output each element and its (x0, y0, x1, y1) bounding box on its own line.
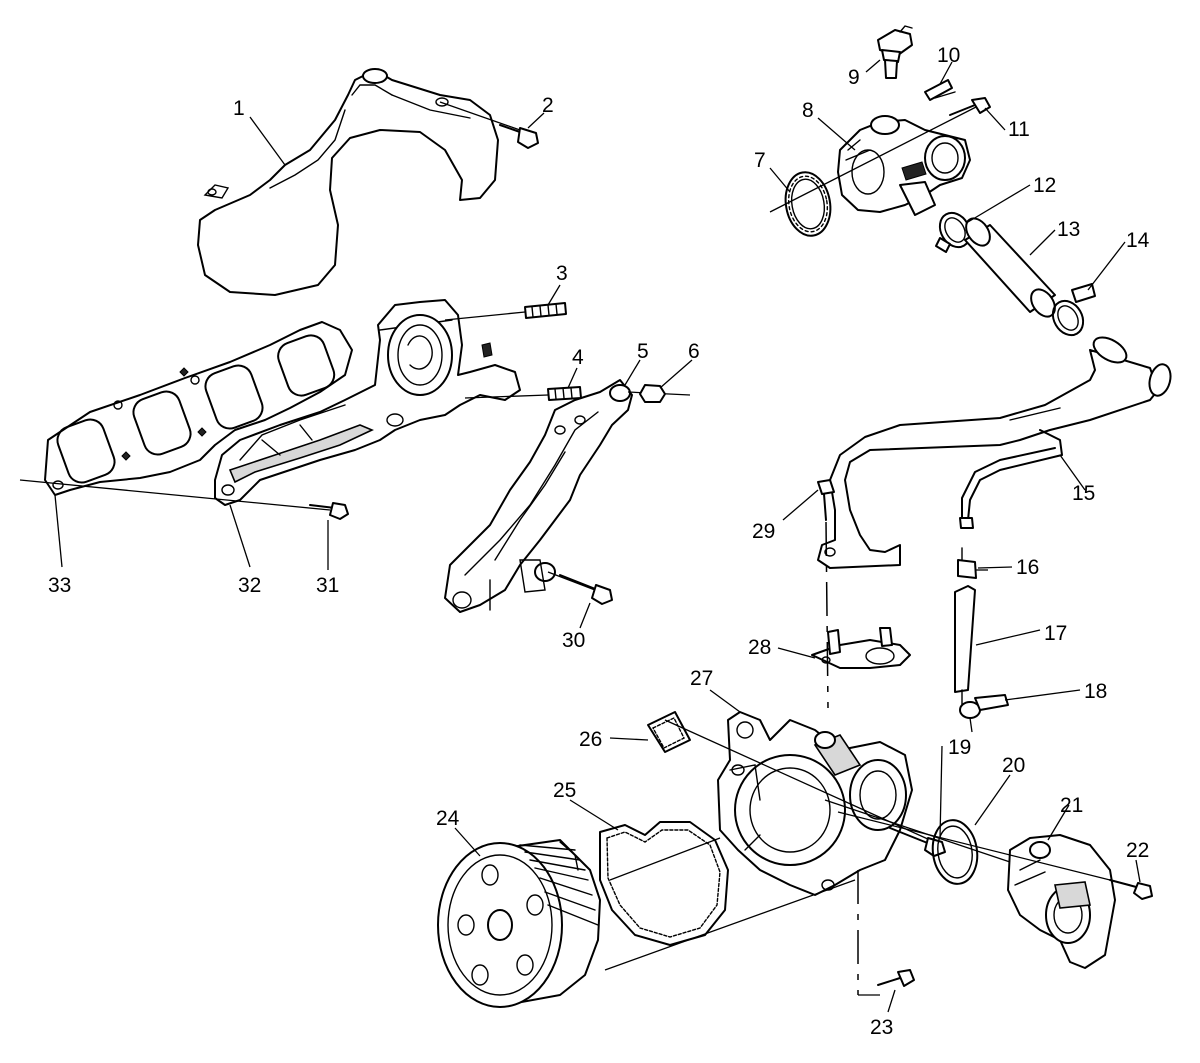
bracket-nut (627, 384, 691, 403)
callout-32: 32 (238, 574, 261, 597)
coolant-pipe-bolt (817, 479, 835, 709)
callout-27: 27 (690, 667, 713, 690)
callout-8: 8 (802, 99, 814, 122)
callout-17: 17 (1044, 622, 1067, 645)
callout-25: 25 (553, 779, 576, 802)
callout-23: 23 (870, 1016, 893, 1039)
callout-labels: 1 2 3 4 5 6 7 8 9 10 11 12 13 14 15 16 1… (48, 44, 1150, 1039)
exhaust-manifold (214, 299, 521, 506)
callout-4: 4 (572, 346, 584, 369)
callout-leaders (54, 59, 1141, 1013)
heat-shield (197, 68, 499, 296)
callout-15: 15 (1072, 482, 1095, 505)
callout-9: 9 (848, 66, 860, 89)
callout-13: 13 (1057, 218, 1080, 241)
callout-31: 31 (316, 574, 339, 597)
water-pump-pulley (437, 839, 601, 1008)
hose-clamp-small-upper (957, 559, 988, 579)
callout-6: 6 (688, 340, 700, 363)
callout-7: 7 (754, 149, 766, 172)
callout-20: 20 (1002, 754, 1025, 777)
callout-3: 3 (556, 262, 568, 285)
thermostat-housing-seal (784, 171, 832, 237)
callout-10: 10 (937, 44, 960, 67)
callout-26: 26 (579, 728, 602, 751)
bypass-hose (954, 547, 976, 706)
thermostat (1007, 834, 1116, 969)
callout-5: 5 (637, 340, 649, 363)
water-pump-housing (717, 711, 913, 896)
exhaust-manifold-gasket (44, 321, 353, 496)
manifold-stud-upper (444, 302, 567, 321)
callout-29: 29 (752, 520, 775, 543)
assembly-centerlines (604, 799, 1011, 971)
callout-28: 28 (748, 636, 771, 659)
hose-clamp-lower (1051, 283, 1096, 337)
callout-24: 24 (436, 807, 460, 830)
callout-1: 1 (233, 97, 245, 120)
callout-33: 33 (48, 574, 71, 597)
callout-14: 14 (1126, 229, 1150, 252)
water-pump-bolt (857, 870, 915, 996)
hose-clamp-small-lower (959, 694, 1009, 733)
water-pump-housing-seal-small (647, 711, 691, 753)
water-pump-seal (599, 821, 729, 946)
thermostat-bolt (837, 811, 1153, 900)
heat-shield-bolt (439, 101, 539, 149)
callout-11: 11 (1008, 118, 1030, 141)
coolant-temperature-sensor (877, 25, 913, 79)
callout-30: 30 (562, 629, 585, 652)
callout-21: 21 (1060, 794, 1083, 817)
callout-16: 16 (1016, 556, 1039, 579)
coolant-hose (964, 217, 1056, 318)
callout-19: 19 (948, 736, 971, 759)
bracket-bolt (547, 571, 613, 605)
callout-2: 2 (542, 94, 554, 117)
callout-22: 22 (1126, 839, 1149, 862)
manifold-bracket (444, 379, 633, 613)
callout-12: 12 (1033, 174, 1056, 197)
thermostat-housing (837, 115, 971, 216)
coolant-pipe (817, 336, 1172, 569)
manifold-bolt (19, 479, 349, 520)
coolant-pipe-gasket (811, 627, 911, 669)
callout-18: 18 (1084, 680, 1107, 703)
manifold-stud-lower (464, 386, 582, 401)
